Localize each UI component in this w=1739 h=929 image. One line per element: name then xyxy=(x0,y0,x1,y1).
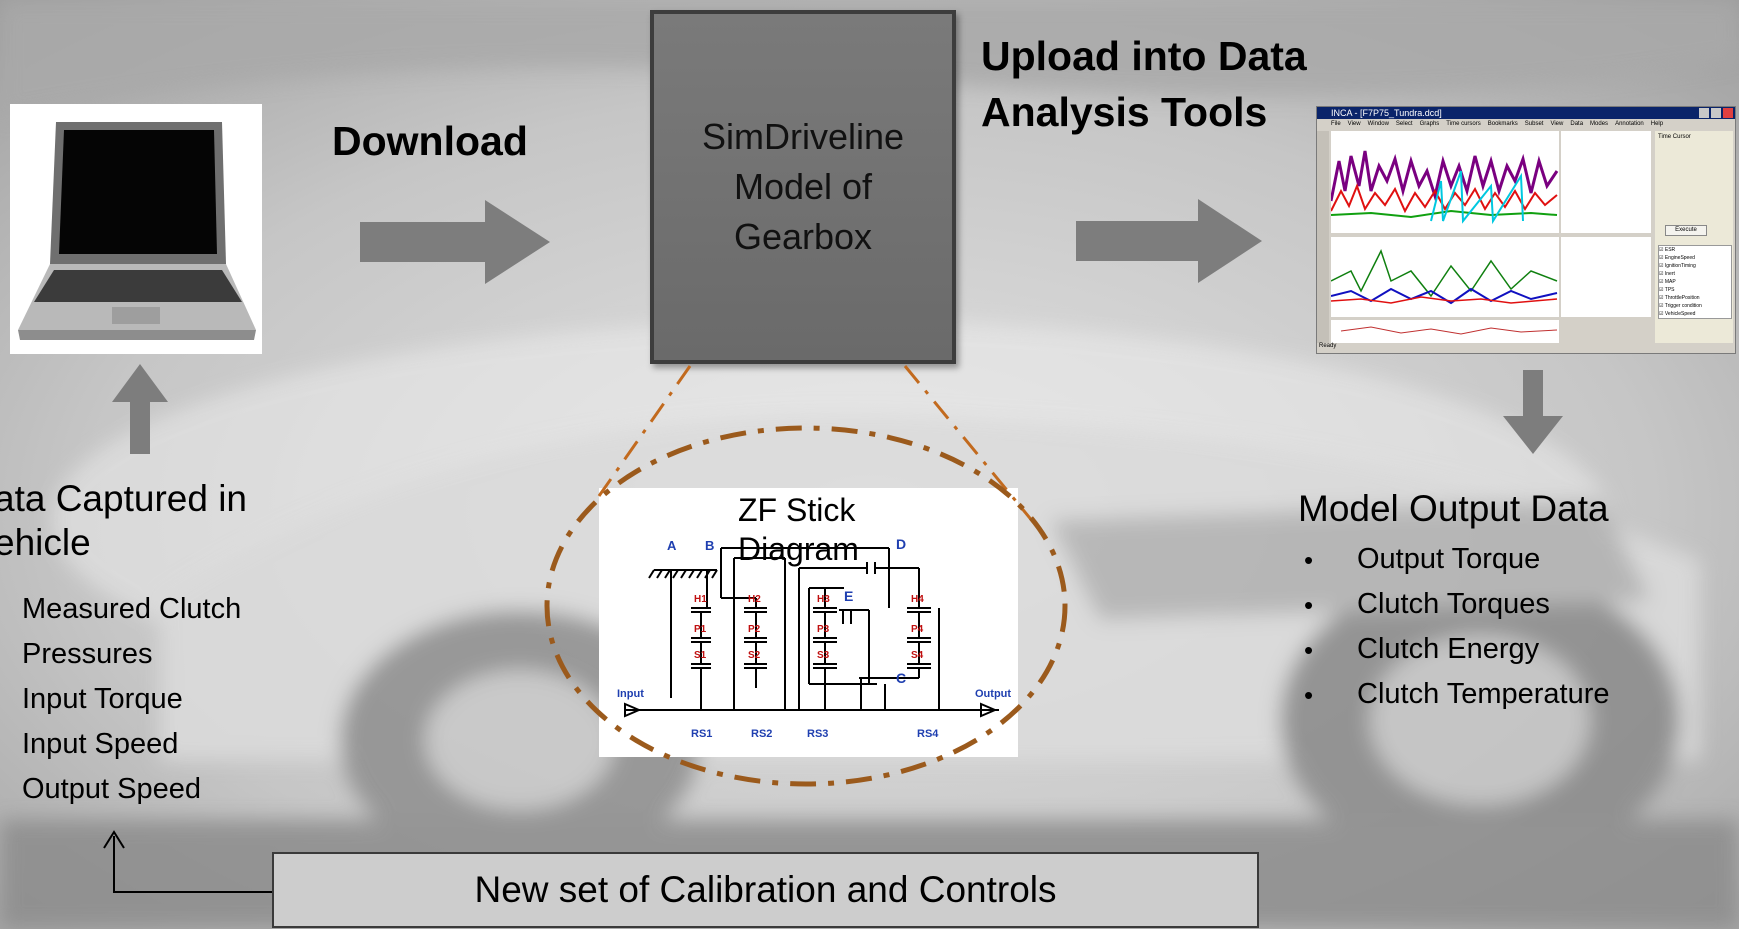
planet-label: P4 xyxy=(911,624,924,635)
model-output-down-arrow xyxy=(1503,370,1563,454)
menu-item[interactable]: View xyxy=(1347,121,1361,127)
sun-label: S1 xyxy=(694,650,707,661)
side-panel-title: Time Cursor xyxy=(1658,134,1691,140)
member-label: E xyxy=(844,588,854,604)
set-label: RS1 xyxy=(691,728,713,740)
channel-item[interactable]: ☑ ThrottlePosition xyxy=(1659,295,1700,301)
feedback-arrow xyxy=(103,830,274,893)
calibration-box: New set of Calibration and Controls xyxy=(272,852,1259,928)
menu-item[interactable]: Subset xyxy=(1524,121,1544,127)
channel-item[interactable]: ☑ IgnitionTiming xyxy=(1659,263,1696,269)
output-label: Output xyxy=(975,688,1012,700)
ring-label: H1 xyxy=(694,594,707,605)
laptop-image xyxy=(10,104,262,354)
channel-item[interactable]: ☑ Trigger condition xyxy=(1659,303,1702,309)
ring-label: H3 xyxy=(817,594,830,605)
window-close-icon[interactable] xyxy=(1723,108,1733,118)
model-output-item: •Clutch Torques xyxy=(1304,588,1550,620)
channel-list: ☑ ESR ☑ EngineSpeed ☑ IgnitionTiming ☑ Iner… xyxy=(1658,245,1732,319)
gearbox-model-box: SimDriveline Model of Gearbox xyxy=(650,10,956,364)
set-label: RS2 xyxy=(751,728,773,740)
menu-item[interactable]: Window xyxy=(1367,121,1389,127)
execute-button[interactable]: Execute xyxy=(1665,225,1707,236)
menu-item[interactable]: File xyxy=(1331,121,1341,127)
sun-label: S2 xyxy=(748,650,761,661)
stick-diagram-title: ZF Stick Diagram xyxy=(738,492,859,567)
sun-label: S3 xyxy=(817,650,830,661)
channel-item[interactable]: ☑ TPS xyxy=(1659,287,1675,293)
calibration-label: New set of Calibration and Controls xyxy=(474,869,1057,910)
side-panel: Time Cursor Execute ☑ ESR☑ EngineSpeed☑ … xyxy=(1655,131,1733,343)
channel-item[interactable]: ☑ Inert xyxy=(1659,271,1675,277)
set-label: RS4 xyxy=(917,728,939,740)
set-label: RS3 xyxy=(807,728,829,740)
laptop-icon xyxy=(18,122,256,340)
window-maximize-icon[interactable] xyxy=(1711,108,1721,118)
window-title-bar: INCA - [F7P75_Tundra.dcd] xyxy=(1317,107,1735,119)
window-minimize-icon[interactable] xyxy=(1699,108,1709,118)
data-captured-item: Measured Clutch xyxy=(22,593,242,625)
planet-label: P2 xyxy=(748,624,761,635)
menu-item[interactable]: Data xyxy=(1570,121,1584,127)
member-label: C xyxy=(896,670,907,686)
window-title: INCA - [F7P75_Tundra.dcd] xyxy=(1331,108,1442,118)
data-captured-item: Input Torque xyxy=(22,683,183,715)
planet-label: P1 xyxy=(694,624,707,635)
status-bar-text: Ready xyxy=(1319,343,1337,349)
channel-item[interactable]: ☑ EngineSpeed xyxy=(1659,255,1695,261)
gearbox-model-label: SimDriveline Model of Gearbox xyxy=(701,116,905,257)
analysis-tool-screenshot: INCA - [F7P75_Tundra.dcd] File View Window… xyxy=(1316,106,1736,354)
data-captured-title: ata Captured in ehicle xyxy=(0,478,248,563)
menu-item[interactable]: Time cursors xyxy=(1446,121,1481,127)
menu-item[interactable]: Graphs xyxy=(1419,121,1440,127)
menu-item[interactable]: Select xyxy=(1395,121,1413,127)
menu-item[interactable]: Annotation xyxy=(1615,121,1644,127)
toolbar-strip xyxy=(1317,131,1329,343)
input-label: Input xyxy=(617,688,644,700)
data-captured-item: Output Speed xyxy=(22,773,201,805)
ring-label: H2 xyxy=(748,594,761,605)
model-output-list: •Output Torque •Clutch Torques •Clutch E… xyxy=(1300,543,1720,723)
member-label: D xyxy=(896,536,907,552)
channel-item[interactable]: ☑ MAP xyxy=(1659,279,1676,285)
data-captured-item: Input Speed xyxy=(22,728,179,760)
signal-plots xyxy=(1331,131,1651,343)
menu-item[interactable]: Help xyxy=(1650,121,1664,127)
planet-label: P3 xyxy=(817,624,830,635)
ground-label: B xyxy=(705,538,715,553)
menu-item[interactable]: View xyxy=(1550,121,1564,127)
model-output-item: •Clutch Energy xyxy=(1304,633,1540,665)
model-output-item: •Clutch Temperature xyxy=(1304,678,1610,710)
data-capture-up-arrow xyxy=(112,364,168,454)
download-label: Download xyxy=(332,118,528,164)
data-captured-item: Pressures xyxy=(22,638,153,670)
menu-item[interactable]: Modes xyxy=(1590,121,1609,127)
model-output-item: •Output Torque xyxy=(1304,543,1541,575)
data-captured-list: Measured Clutch Pressures Input Torque I… xyxy=(22,587,241,812)
window-menu-bar: File View Window Select Graphs Time cursors Bo… xyxy=(1331,120,1731,129)
ground-label: A xyxy=(667,538,677,553)
upload-label: Upload into Data Analysis Tools xyxy=(981,33,1307,135)
model-output-title: Model Output Data xyxy=(1298,488,1609,529)
sun-label: S4 xyxy=(911,650,924,661)
ring-label: H4 xyxy=(911,594,924,605)
channel-item[interactable]: ☑ ESR xyxy=(1659,247,1676,253)
menu-item[interactable]: Bookmarks xyxy=(1487,121,1518,127)
download-arrow xyxy=(360,200,550,284)
upload-arrow xyxy=(1076,199,1262,283)
channel-item[interactable]: ☑ VehicleSpeed xyxy=(1659,311,1696,317)
